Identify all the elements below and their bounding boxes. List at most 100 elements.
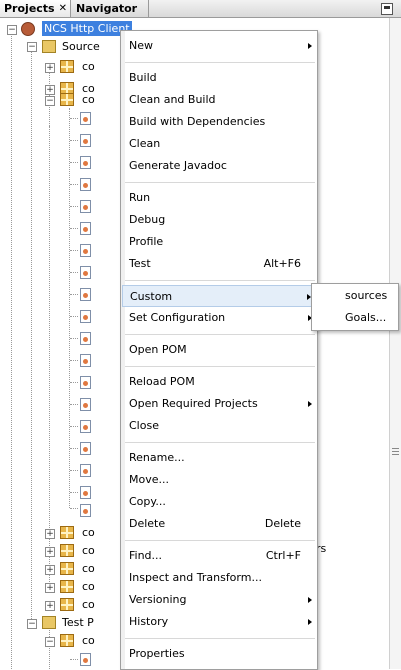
menu-item-profile[interactable]: Profile [129,235,164,248]
java-file-icon[interactable] [80,310,91,323]
package-node[interactable]: co [82,93,95,106]
menu-separator [125,540,315,541]
menu-item-reload-pom[interactable]: Reload POM [129,375,195,388]
expand-icon[interactable]: + [45,565,55,575]
java-file-icon[interactable] [80,442,91,455]
java-file-icon[interactable] [80,653,91,666]
submenu-item-goals[interactable]: Goals... [345,311,387,324]
expand-icon[interactable]: + [45,85,55,95]
java-file-icon[interactable] [80,222,91,235]
context-menu: New Build Clean and Build Build with Dep… [120,30,318,670]
menu-item-generate-javadoc[interactable]: Generate Javadoc [129,159,227,172]
java-file-icon[interactable] [80,200,91,213]
java-file-icon[interactable] [80,420,91,433]
expand-icon[interactable]: + [45,583,55,593]
submenu-arrow-icon [308,43,312,49]
java-file-icon[interactable] [80,178,91,191]
java-file-icon[interactable] [80,332,91,345]
source-packages-node[interactable]: Source [62,40,100,53]
java-file-icon[interactable] [80,134,91,147]
project-node[interactable]: NCS Http Client [42,21,132,36]
java-file-icon[interactable] [80,354,91,367]
menu-item-clean[interactable]: Clean [129,137,161,150]
package-node[interactable]: co [82,60,95,73]
collapse-icon[interactable]: − [45,637,55,647]
menu-item-rename[interactable]: Rename... [129,451,185,464]
scroll-grip-icon[interactable] [392,448,399,457]
java-file-icon[interactable] [80,376,91,389]
minimize-icon[interactable] [381,3,393,15]
menu-item-open-required-projects[interactable]: Open Required Projects [122,393,316,415]
menu-separator [125,366,315,367]
submenu-arrow-icon [308,315,312,321]
java-file-icon[interactable] [80,504,91,517]
java-file-icon[interactable] [80,486,91,499]
menu-item-history[interactable]: History [122,611,316,633]
menu-item-copy[interactable]: Copy... [129,495,166,508]
package-node[interactable]: co [82,634,95,647]
menu-separator [125,182,315,183]
menu-item-build[interactable]: Build [129,71,157,84]
submenu-arrow-icon [308,597,312,603]
menu-item-find[interactable]: Find...Ctrl+F [122,545,316,567]
package-node[interactable]: co [82,598,95,611]
tab-projects-label: Projects [4,2,55,15]
expand-icon[interactable]: + [45,529,55,539]
tab-navigator-label: Navigator [76,2,138,15]
java-file-icon[interactable] [80,464,91,477]
java-file-icon[interactable] [80,244,91,257]
menu-item-new[interactable]: New [122,35,316,57]
menu-item-debug[interactable]: Debug [129,213,166,226]
menu-item-properties[interactable]: Properties [129,647,185,660]
menu-item-open-pom[interactable]: Open POM [129,343,187,356]
java-file-icon[interactable] [80,266,91,279]
submenu-item-sources[interactable]: sources [345,289,388,302]
tree-guide [49,630,50,669]
java-file-icon[interactable] [80,156,91,169]
menu-item-build-with-dependencies[interactable]: Build with Dependencies [129,115,266,128]
package-node[interactable]: co [82,526,95,539]
submenu-arrow-icon [308,401,312,407]
menu-item-inspect-and-transform[interactable]: Inspect and Transform... [129,571,262,584]
menu-item-custom[interactable]: Custom [122,285,316,307]
tree-guide [49,126,50,586]
test-packages-node[interactable]: Test P [62,616,94,629]
collapse-icon[interactable]: − [45,96,55,106]
collapse-icon[interactable]: − [7,25,17,35]
menu-item-clean-and-build[interactable]: Clean and Build [129,93,216,106]
menu-separator [125,62,315,63]
source-folder-icon [42,40,56,53]
menu-item-versioning[interactable]: Versioning [122,589,316,611]
close-icon[interactable]: ✕ [58,3,67,14]
collapse-icon[interactable]: − [27,42,37,52]
collapse-icon[interactable]: − [27,619,37,629]
expand-icon[interactable]: + [45,601,55,611]
java-file-icon[interactable] [80,398,91,411]
package-icon [60,634,74,647]
scrollbar[interactable] [389,18,401,669]
expand-icon[interactable]: + [45,63,55,73]
menu-item-set-configuration[interactable]: Set Configuration [122,307,316,329]
tab-navigator[interactable]: Navigator [72,0,149,17]
expand-icon[interactable]: + [45,547,55,557]
menu-item-run[interactable]: Run [129,191,151,204]
package-node[interactable]: co [82,82,95,95]
package-node[interactable]: co [82,544,95,557]
menu-separator [125,442,315,443]
menu-separator [125,280,315,281]
obscured-label: rs [316,542,327,555]
tab-projects[interactable]: Projects ✕ [0,0,71,17]
package-node[interactable]: co [82,562,95,575]
menu-item-move[interactable]: Move... [129,473,169,486]
shortcut-label: Delete [264,517,301,530]
tree-guide [31,50,32,621]
package-node[interactable]: co [82,580,95,593]
java-file-icon[interactable] [80,288,91,301]
menu-item-close[interactable]: Close [129,419,159,432]
java-file-icon[interactable] [80,112,91,125]
project-icon [21,22,35,36]
package-icon [60,60,74,73]
tab-bar: Projects ✕ Navigator [0,0,401,18]
